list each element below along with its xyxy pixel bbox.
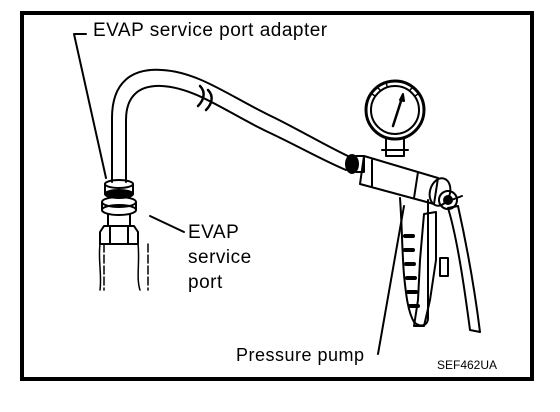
evap-service-port-label-line-2: service [188,247,252,268]
evap-adapter [101,179,137,216]
pump-body [359,155,458,210]
pump-trigger [413,195,481,333]
evap-service-port-label-line-1: EVAP [188,222,240,243]
evap-service-port [98,213,149,291]
evap-service-port-label: EVAP service port [188,220,252,295]
evap-service-port-label-line-3: port [188,272,223,293]
hose-fitting [345,154,365,174]
evap-service-port-adapter-label: EVAP service port adapter [93,20,328,41]
pressure-pump-label: Pressure pump [236,345,365,365]
figure-code: SEF462UA [437,358,498,372]
pressure-gauge [364,79,426,157]
leader-lines [73,33,405,355]
hose [111,68,353,183]
